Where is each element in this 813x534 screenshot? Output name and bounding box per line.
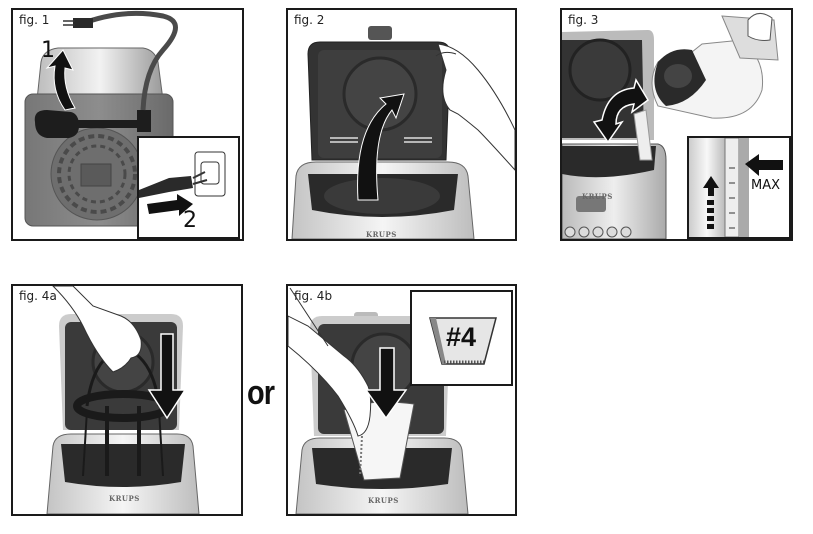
max-line-label: MAX (751, 178, 781, 193)
outlet-inset: 2 (137, 136, 240, 239)
figure-3: fig. 3 KRUPS MAX (560, 8, 793, 241)
filter-size-label: #4 (446, 322, 477, 352)
figure-4b-label: fig. 4b (294, 289, 333, 303)
brand-logo: KRUPS (582, 192, 613, 201)
brand-logo: KRUPS (366, 230, 397, 239)
figure-4a: fig. 4a KRUPS (11, 284, 243, 516)
fill-water-illustration (562, 13, 779, 239)
figure-1-label: fig. 1 (19, 13, 50, 27)
figure-2: fig. 2 KRUPS (286, 8, 517, 241)
appliance-back-illustration (24, 10, 178, 227)
cone-filter-icon (429, 317, 497, 365)
brand-logo: KRUPS (109, 494, 140, 503)
step-1-number: 1 (41, 38, 55, 63)
brand-logo: KRUPS (368, 496, 399, 505)
figure-4a-label: fig. 4a (19, 289, 57, 303)
step-2-number: 2 (183, 208, 197, 233)
figure-1: fig. 1 1 (11, 8, 244, 241)
figure-4b: fig. 4b KRUPS #4 (286, 284, 517, 516)
figure-2-label: fig. 2 (294, 13, 325, 27)
filter-size-inset: #4 (410, 290, 513, 386)
max-level-inset: MAX (687, 136, 791, 239)
water-level-gauge (689, 138, 783, 237)
or-separator: or (247, 374, 275, 412)
figure-3-label: fig. 3 (568, 13, 599, 27)
filter-basket-illustration (46, 286, 200, 514)
wall-outlet-illustration (139, 151, 226, 216)
open-lid-illustration (291, 26, 515, 239)
